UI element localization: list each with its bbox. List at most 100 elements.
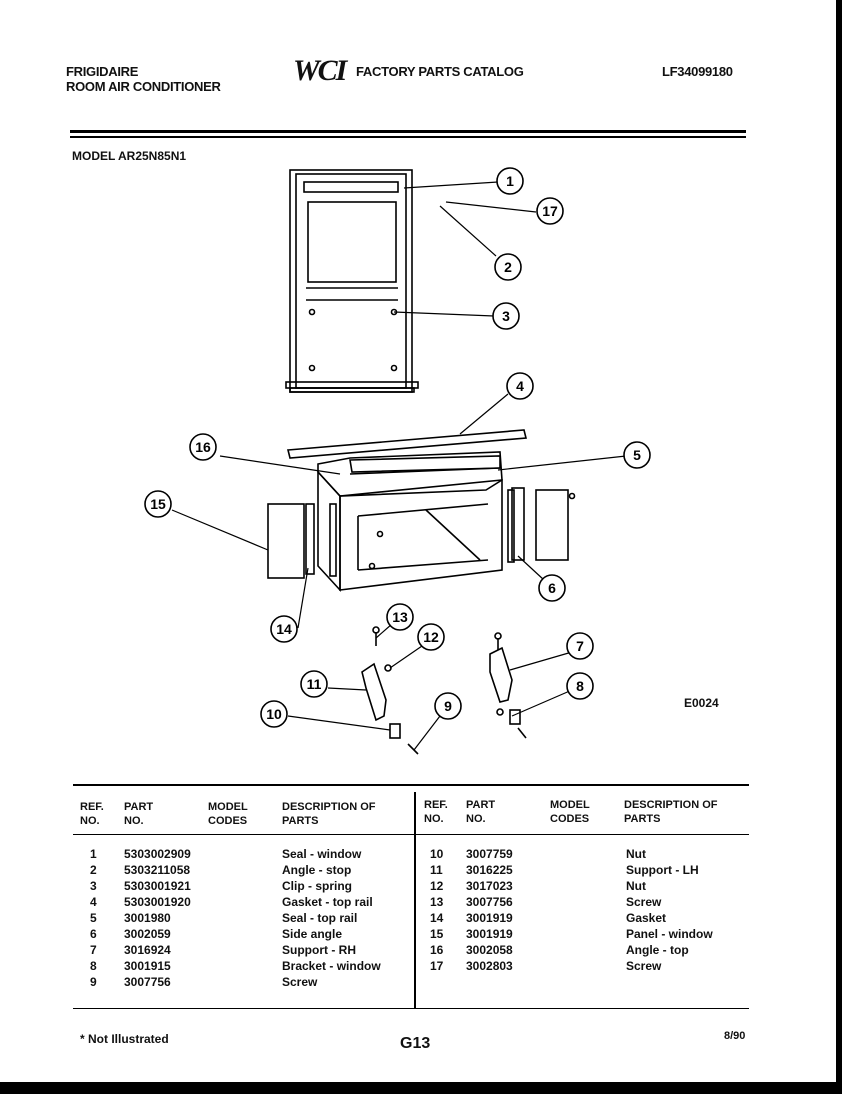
col-desc-right: DESCRIPTION OF PARTS bbox=[624, 799, 718, 825]
part-number: 3002059 bbox=[124, 927, 171, 941]
not-illustrated-note: * Not Illustrated bbox=[80, 1032, 169, 1046]
col-ref-left: REF. NO. bbox=[80, 801, 104, 827]
table-row: 6 bbox=[90, 927, 97, 941]
support-rh bbox=[489, 646, 513, 703]
svg-text:5: 5 bbox=[633, 447, 641, 463]
model-label: MODEL AR25N85N1 bbox=[72, 149, 187, 163]
part-description: Clip - spring bbox=[282, 879, 352, 893]
svg-text:7: 7 bbox=[576, 638, 584, 654]
svg-text:17: 17 bbox=[542, 203, 558, 219]
left-desc-column: Seal - window Angle - stop Clip - spring… bbox=[282, 846, 381, 990]
part-description: Nut bbox=[626, 847, 646, 861]
left-part-column: 5303002909 5303211058 5303001921 5303001… bbox=[124, 846, 191, 990]
table-row: 12 bbox=[430, 879, 444, 893]
callout-12: 12 bbox=[417, 623, 445, 651]
callout-8: 8 bbox=[566, 672, 594, 700]
wci-logo: WCI bbox=[293, 54, 347, 87]
header-rule-bottom bbox=[70, 136, 746, 138]
table-row: 16 bbox=[430, 943, 444, 957]
table-row: 10 bbox=[430, 847, 444, 861]
part-description: Bracket - window bbox=[282, 959, 381, 973]
part-description: Screw bbox=[626, 895, 662, 909]
support-lh bbox=[361, 662, 387, 722]
part-number: 3017023 bbox=[466, 879, 513, 893]
part-number: 3016924 bbox=[124, 943, 171, 957]
side-angle-left bbox=[329, 503, 337, 577]
table-row: 7 bbox=[90, 943, 97, 957]
table-rule-header bbox=[73, 834, 749, 835]
bracket-left bbox=[389, 723, 401, 739]
brand-name: FRIGIDAIRE bbox=[66, 64, 139, 79]
table-row: 13 bbox=[430, 895, 444, 909]
callout-6: 6 bbox=[538, 574, 566, 602]
part-description: Side angle bbox=[282, 927, 343, 941]
table-row: 14 bbox=[430, 911, 444, 925]
part-description: Seal - window bbox=[282, 847, 362, 861]
table-row: 3 bbox=[90, 879, 97, 893]
header-rule-top bbox=[70, 130, 746, 133]
part-number: 3001980 bbox=[124, 911, 171, 925]
right-desc-column: Nut Support - LH Nut Screw Gasket Panel … bbox=[626, 846, 713, 974]
part-description: Gasket - top rail bbox=[282, 895, 373, 909]
svg-text:15: 15 bbox=[150, 496, 166, 512]
part-number: 3001919 bbox=[466, 911, 513, 925]
callout-4: 4 bbox=[506, 372, 534, 400]
part-number: 3007756 bbox=[124, 975, 171, 989]
panel-window-left bbox=[267, 503, 305, 579]
brand-block: FRIGIDAIRE ROOM AIR CONDITIONER bbox=[66, 64, 221, 94]
part-number: 3007756 bbox=[466, 895, 513, 909]
callout-3: 3 bbox=[492, 302, 520, 330]
svg-text:12: 12 bbox=[423, 629, 439, 645]
part-description: Nut bbox=[626, 879, 646, 893]
table-row: 1 bbox=[90, 847, 97, 861]
panel-window-right bbox=[535, 489, 569, 561]
col-part-left: PART NO. bbox=[124, 801, 154, 827]
left-ref-column: 1 2 3 4 5 6 7 8 9 bbox=[90, 846, 97, 990]
part-number: 3002803 bbox=[466, 959, 513, 973]
callout-5: 5 bbox=[623, 441, 651, 469]
svg-text:14: 14 bbox=[276, 621, 292, 637]
table-row: 4 bbox=[90, 895, 97, 909]
part-number: 5303001921 bbox=[124, 879, 191, 893]
callout-7: 7 bbox=[566, 632, 594, 660]
svg-text:4: 4 bbox=[516, 378, 524, 394]
col-desc-left: DESCRIPTION OF PARTS bbox=[282, 801, 376, 827]
part-description: Support - LH bbox=[626, 863, 699, 877]
product-name: ROOM AIR CONDITIONER bbox=[66, 79, 221, 94]
svg-text:10: 10 bbox=[266, 706, 282, 722]
table-column-divider bbox=[414, 792, 416, 1008]
callout-10: 10 bbox=[260, 700, 288, 728]
svg-text:11: 11 bbox=[307, 676, 322, 692]
callout-15: 15 bbox=[144, 490, 172, 518]
callout-16: 16 bbox=[189, 433, 217, 461]
part-number: 3001915 bbox=[124, 959, 171, 973]
col-ref-right: REF. NO. bbox=[424, 799, 448, 825]
table-rule-bottom bbox=[73, 1008, 749, 1009]
catalog-number: LF34099180 bbox=[662, 64, 733, 79]
callout-9: 9 bbox=[434, 692, 462, 720]
table-row: 11 bbox=[430, 863, 443, 877]
catalog-title: FACTORY PARTS CATALOG bbox=[356, 64, 524, 79]
part-description: Angle - top bbox=[626, 943, 689, 957]
table-row: 5 bbox=[90, 911, 97, 925]
bracket-window bbox=[509, 709, 521, 725]
table-row: 9 bbox=[90, 975, 97, 989]
right-ref-column: 10 11 12 13 14 15 16 17 bbox=[430, 846, 443, 974]
right-part-column: 3007759 3016225 3017023 3007756 3001919 … bbox=[466, 846, 513, 974]
callout-13: 13 bbox=[386, 603, 414, 631]
part-number: 5303002909 bbox=[124, 847, 191, 861]
svg-text:9: 9 bbox=[444, 698, 452, 714]
part-description: Panel - window bbox=[626, 927, 713, 941]
page-number: G13 bbox=[400, 1035, 431, 1052]
svg-text:6: 6 bbox=[548, 580, 556, 596]
svg-text:16: 16 bbox=[195, 439, 211, 455]
diagram-code: E0024 bbox=[684, 696, 719, 710]
part-number: 3007759 bbox=[466, 847, 513, 861]
col-model-right: MODEL CODES bbox=[550, 799, 590, 825]
part-number: 3016225 bbox=[466, 863, 513, 877]
callout-1: 1 bbox=[496, 167, 524, 195]
gasket-left bbox=[305, 503, 315, 575]
callout-14: 14 bbox=[270, 615, 298, 643]
exploded-parts-diagram: 1 17 2 3 4 16 5 15 6 14 13 12 7 11 8 10 … bbox=[144, 167, 651, 755]
